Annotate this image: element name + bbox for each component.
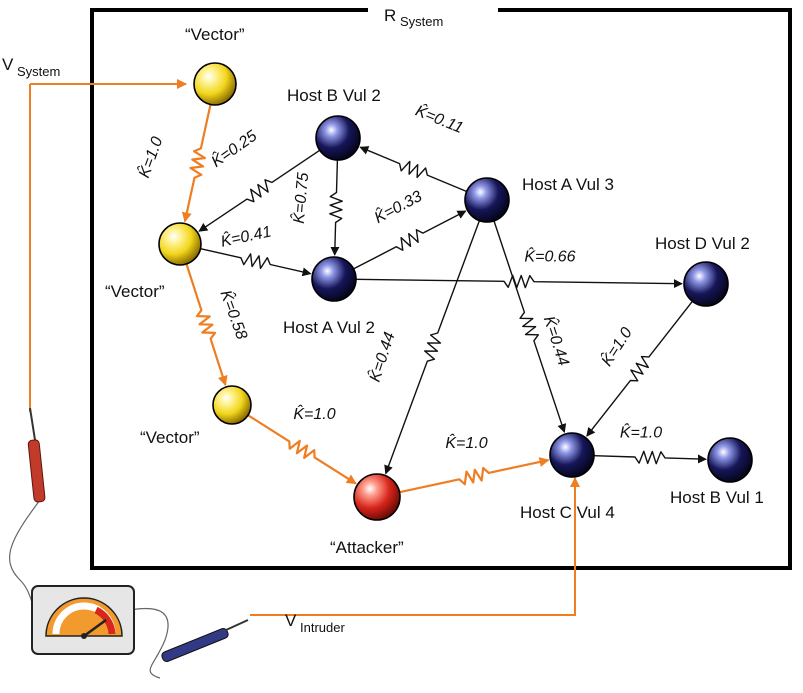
system-probe-label: V System <box>2 55 60 79</box>
node-sphere <box>193 62 237 106</box>
edge-line-e14 <box>593 450 707 465</box>
edge-e5: K̂=0.41 <box>200 221 312 277</box>
node-hostBvul1: Host B Vul 1 <box>670 437 764 507</box>
nodes-layer: “Vector” “Vector” “Vector” “Attacker” Host B… <box>105 25 764 557</box>
node-hostAvul2: Host A Vul 2 <box>283 256 375 337</box>
node-hostDvul2: Host D Vul 2 <box>655 234 750 307</box>
edge-line-e2 <box>198 149 321 232</box>
edge-weight-label: K̂=0.33 <box>371 186 425 227</box>
node-hostBvul2: Host B Vul 2 <box>287 86 381 161</box>
node-label: Host A Vul 2 <box>283 318 375 337</box>
edge-e3: K̂=0.75 <box>288 159 343 256</box>
node-sphere <box>315 115 361 161</box>
node-vector1: “Vector” <box>185 25 245 106</box>
node-label: Host A Vul 3 <box>522 175 614 194</box>
intruder-probe-label: V Intruder <box>285 611 345 635</box>
node-sphere <box>212 385 252 425</box>
edge-line-e7 <box>355 274 683 289</box>
node-label: “Attacker” <box>330 538 404 557</box>
edge-weight-label: K̂=0.41 <box>219 221 273 251</box>
edge-weight-label: K̂=0.66 <box>524 246 575 266</box>
intruder-probe-sub: Intruder <box>300 620 345 635</box>
node-sphere <box>353 473 401 521</box>
node-sphere <box>464 177 510 223</box>
edge-e11: K̂=1.0 <box>586 300 693 437</box>
edge-weight-label: K̂=0.25 <box>207 125 260 171</box>
edges-layer: K̂=1.0 K̂=0.25K̂=0.75 K̂=0.11K̂=0.41 K̂=0.3… <box>134 100 707 494</box>
probe-wires <box>29 79 580 616</box>
node-label: Host C Vul 4 <box>520 503 615 522</box>
edge-weight-label: K̂=1.0 <box>134 134 167 181</box>
node-sphere <box>549 432 595 478</box>
edge-e13: K̂=1.0 <box>399 432 550 494</box>
edge-line-e13 <box>399 457 550 494</box>
edge-e6: K̂=0.33 <box>353 186 467 270</box>
edge-e7: K̂=0.66 <box>355 246 683 289</box>
edge-line-e4 <box>359 146 467 193</box>
edge-weight-label: K̂=1.0 <box>596 323 636 369</box>
edge-e14: K̂=1.0 <box>593 422 707 465</box>
edge-e1: K̂=1.0 <box>134 104 212 223</box>
edge-weight-label: K̂=0.58 <box>216 287 252 342</box>
intruder-probe-wire <box>250 477 580 616</box>
edge-line-e8 <box>185 263 228 386</box>
edge-line-e6 <box>353 210 467 270</box>
node-attacker: “Attacker” <box>330 473 404 557</box>
edge-weight-label: K̂=0.44 <box>540 313 575 368</box>
edge-line-e5 <box>200 248 312 277</box>
system-probe-sub: System <box>17 64 60 79</box>
edge-line-e10 <box>493 220 567 434</box>
edge-weight-label: K̂=1.0 <box>620 422 662 442</box>
edge-e12: K̂=1.0 <box>247 403 357 485</box>
edge-line-e11 <box>586 300 693 437</box>
voltmeter-icon <box>31 585 135 655</box>
node-sphere <box>158 222 202 266</box>
system-boundary: R System <box>90 0 792 570</box>
node-hostCvul4: Host C Vul 4 <box>520 432 615 522</box>
edge-e8: K̂=0.58 <box>185 263 252 386</box>
edge-weight-label: K̂=1.0 <box>445 432 487 452</box>
probe-pen-icon-blue <box>129 607 249 679</box>
edge-weight-label: K̂=1.0 <box>293 403 335 423</box>
node-label: “Vector” <box>105 282 165 301</box>
node-vector3: “Vector” <box>140 385 252 447</box>
edge-line-e9 <box>384 220 481 475</box>
node-vector2: “Vector” <box>105 222 202 301</box>
node-label: Host B Vul 2 <box>287 86 381 105</box>
node-sphere <box>311 256 357 302</box>
edge-line-e12 <box>247 414 357 485</box>
node-hostAvul3: Host A Vul 3 <box>464 175 614 223</box>
edge-line-e1 <box>181 104 212 223</box>
node-sphere <box>683 261 729 307</box>
system-title: R <box>384 6 396 25</box>
node-sphere <box>707 437 753 483</box>
intruder-probe-v: V <box>285 611 297 630</box>
system-title-sub: System <box>400 14 443 29</box>
edge-weight-label: K̂=0.75 <box>288 172 312 225</box>
node-label: “Vector” <box>140 428 200 447</box>
edge-line-e3 <box>329 159 343 256</box>
edge-weight-label: K̂=0.11 <box>413 100 467 137</box>
node-label: Host B Vul 1 <box>670 488 764 507</box>
edge-weight-label: K̂=0.44 <box>364 329 399 384</box>
node-label: Host D Vul 2 <box>655 234 750 253</box>
node-label: “Vector” <box>185 25 245 44</box>
edge-e4: K̂=0.11 <box>359 100 467 193</box>
system-probe-v: V <box>2 55 14 74</box>
